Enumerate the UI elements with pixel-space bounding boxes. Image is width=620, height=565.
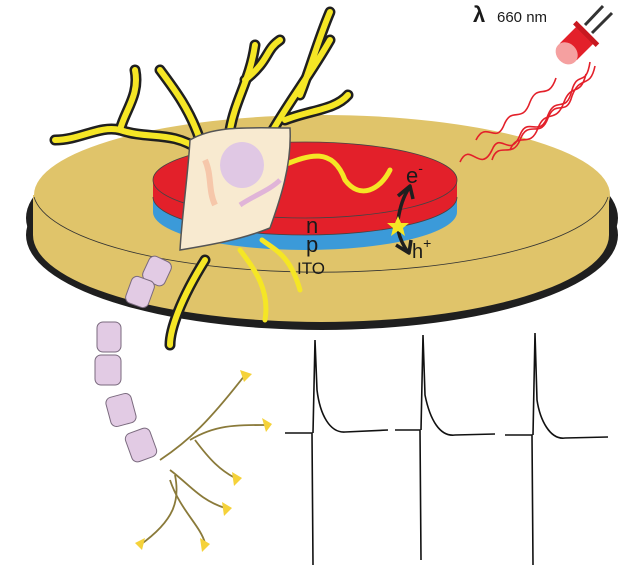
neuron-soma — [179, 127, 291, 251]
voltage-trace — [285, 332, 609, 565]
neuron-dendrites — [49, 6, 393, 351]
svg-text:h+: h+ — [412, 235, 431, 263]
synapse-terminals — [135, 370, 272, 552]
led-icon — [555, 4, 614, 65]
label-n: n — [306, 213, 318, 238]
nucleus — [220, 142, 264, 188]
axon-terminals — [139, 374, 266, 546]
lambda-symbol: λ — [473, 2, 485, 27]
hole-label: h — [412, 241, 423, 263]
wavelength-label: 660 nm — [497, 9, 547, 26]
label-p: p — [306, 232, 318, 257]
label-ito: ITO — [297, 259, 325, 278]
light-waves — [459, 61, 596, 163]
electron-label: e — [406, 163, 418, 188]
svg-text:e-: e- — [406, 160, 423, 188]
axon-myelin — [94, 255, 172, 463]
star-icon — [387, 216, 409, 236]
layer-labels: n p ITO — [297, 213, 325, 278]
carrier-separation: e- h+ — [387, 160, 431, 263]
